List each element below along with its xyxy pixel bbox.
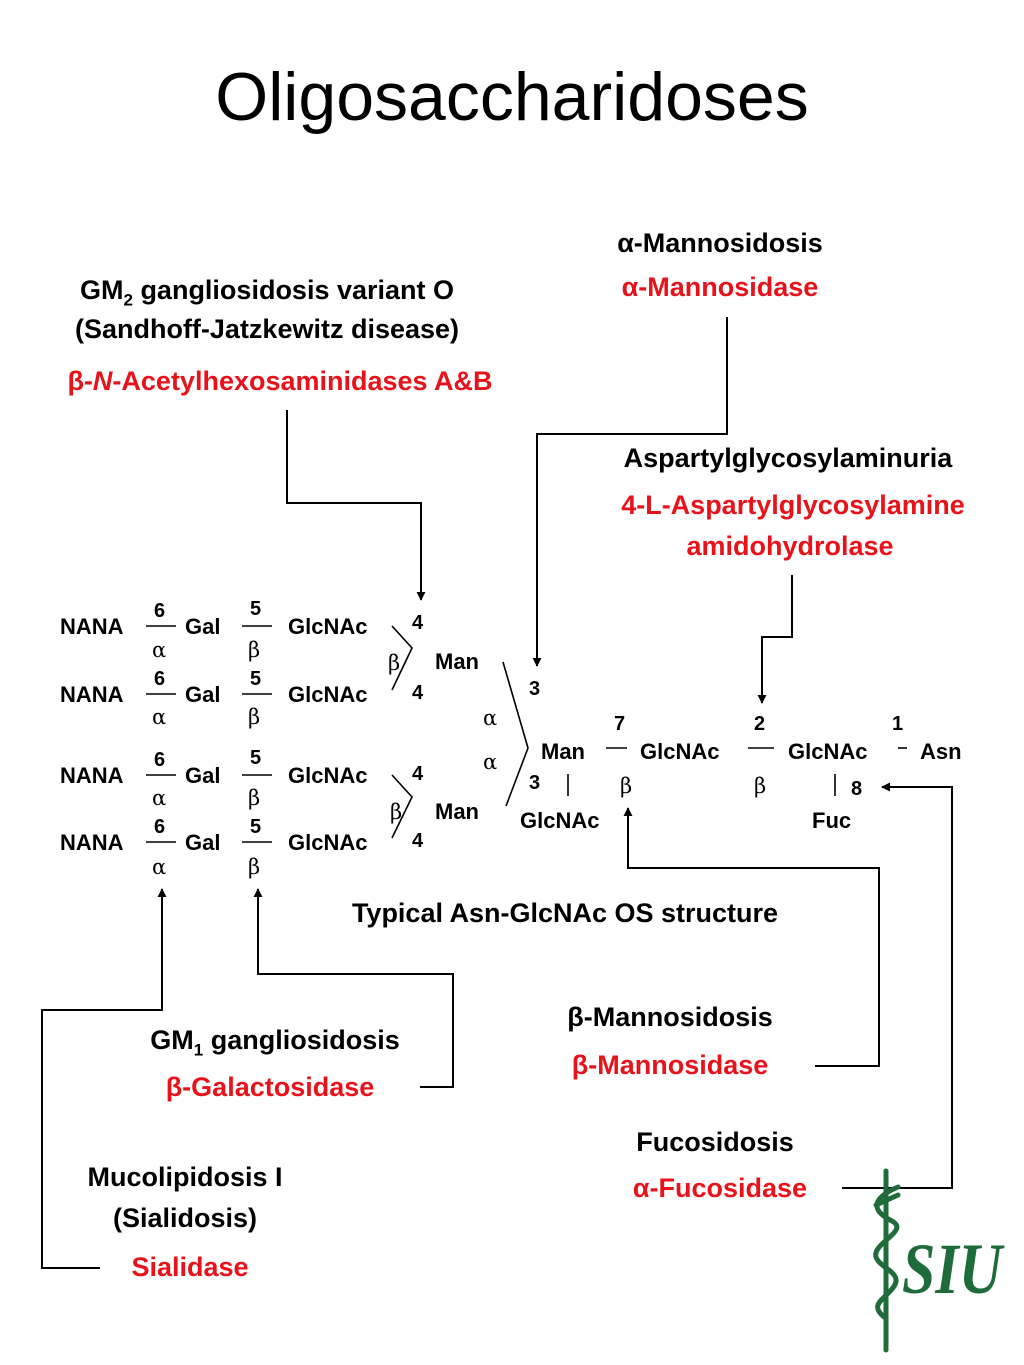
linkage-number: 5 [250,668,262,690]
core-glcnac-1: GlcNAc [640,739,720,764]
beta-galactosidase-label: β-Galactosidase [165,1072,375,1102]
sialidosis-label: (Sialidosis) [112,1203,258,1233]
linkage-position-2: 2 [754,713,766,735]
bisecting-glcnac: GlcNAc [520,808,600,833]
siu-logo-mark: SIU [873,1168,1005,1353]
gm1-suffix: gangliosidosis [203,1025,400,1055]
alpha-mannosidase-label: α-Mannosidase [621,272,819,302]
linkage-number: 6 [154,668,166,690]
linkage-position: 4 [412,612,424,634]
gm2-prefix: GM [79,275,124,305]
gm2-enzyme-beta: β- [67,366,93,396]
gm1-subscript: 1 [193,1040,204,1060]
beta-mannosidosis-label: β-Mannosidosis [567,1002,773,1032]
alpha-linkage: α [152,855,167,879]
galactosidase-arrow [253,888,454,1088]
aspartyl-enzyme-line2: amidohydrolase [686,531,894,561]
asn-residue: Asn [920,739,962,764]
aspartylglycosylaminuria-label: Aspartylglycosylaminuria [623,443,953,473]
nana-residue: NANA [60,614,124,639]
gal-residue: Gal [185,830,221,855]
fucosidosis-label: Fucosidosis [636,1127,794,1157]
gal-residue: Gal [185,614,221,639]
mucolipidosis-label: Mucolipidosis I [87,1162,283,1192]
linkage-position: 4 [412,763,424,785]
gm2-disease-line2: (Sandhoff-Jatzkewitz disease) [74,314,460,344]
glcnac-residue: GlcNAc [288,614,368,639]
beta-mannosidase-arrow [623,807,880,1067]
linkage-number: 6 [154,600,166,622]
glcnac-residue: GlcNAc [288,682,368,707]
beta-linkage-core-1: β [620,774,633,798]
upper-beta-linkage: β [388,651,401,675]
siu-logo-text: SIU [902,1229,1005,1309]
alpha-mannosidase-arrow [532,317,728,667]
linkage-position: 4 [412,830,424,852]
linkage-position-1: 1 [892,713,904,735]
linkage-position: 4 [412,682,424,704]
linkage-number: 5 [250,598,262,620]
glcnac-residue: GlcNAc [288,830,368,855]
gm2-suffix: gangliosidosis variant O [132,275,455,305]
alpha-linkage: α [152,638,167,662]
alpha-mannosidosis-label: α-Mannosidosis [617,228,823,258]
linkage-position-3-top: 3 [529,678,541,700]
beta-linkage: β [248,638,261,662]
beta-mannosidase-label: β-Mannosidase [571,1050,769,1080]
gal-residue: Gal [185,682,221,707]
linkage-number: 5 [250,747,262,769]
core-man-residue: Man [541,739,585,764]
linkage-position-7: 7 [614,713,626,735]
linkage-number: 6 [154,816,166,838]
linkage-number: 6 [154,749,166,771]
beta-linkage: β [248,855,261,879]
glcnac-residue: GlcNAc [288,763,368,788]
structure-caption: Typical Asn-GlcNAc OS structure [351,898,779,928]
alpha-linkage-lower: α [483,750,498,774]
upper-man-residue: Man [435,649,479,674]
linkage-position-3-bottom: 3 [529,772,541,794]
page-title: Oligosaccharidoses [215,59,809,135]
sialidase-label: Sialidase [131,1252,249,1282]
linkage-position-8: 8 [851,778,863,800]
lower-man-residue: Man [435,799,479,824]
alpha-linkage-upper: α [483,706,498,730]
gm2-enzyme-n: N [92,366,113,396]
gm2-enzyme-rest: -Acetylhexosaminidases A&B [112,366,493,396]
alpha-linkage: α [152,786,167,810]
nana-residue: NANA [60,830,124,855]
linkage-number: 5 [250,816,262,838]
beta-linkage: β [248,705,261,729]
beta-linkage: β [248,786,261,810]
gal-residue: Gal [185,763,221,788]
gm1-prefix: GM [150,1025,194,1055]
core-glcnac-2: GlcNAc [788,739,868,764]
gm2-subscript: 2 [123,290,133,310]
beta-linkage-core-2: β [754,774,767,798]
alpha-fucosidase-label: α-Fucosidase [632,1173,808,1203]
gm1-disease-label: GM1 gangliosidosis [80,1025,470,1060]
structure-bonds [146,625,907,843]
gm2-disease-label: GM2 gangliosidosis variant O [0,275,534,310]
gm2-arrow [286,410,426,601]
lower-beta-linkage: β [390,800,403,824]
siu-logo: SIU [862,1165,1012,1355]
sialidase-arrow [41,888,167,1269]
nana-residue: NANA [60,763,124,788]
aspartyl-arrow [757,575,793,704]
gm2-enzyme-label: β-N-Acetylhexosaminidases A&B [0,366,560,397]
nana-residue: NANA [60,682,124,707]
aspartyl-enzyme-line1: 4-L-Aspartylglycosylamine [621,490,965,520]
alpha-linkage: α [152,705,167,729]
fuc-residue: Fuc [812,808,852,833]
